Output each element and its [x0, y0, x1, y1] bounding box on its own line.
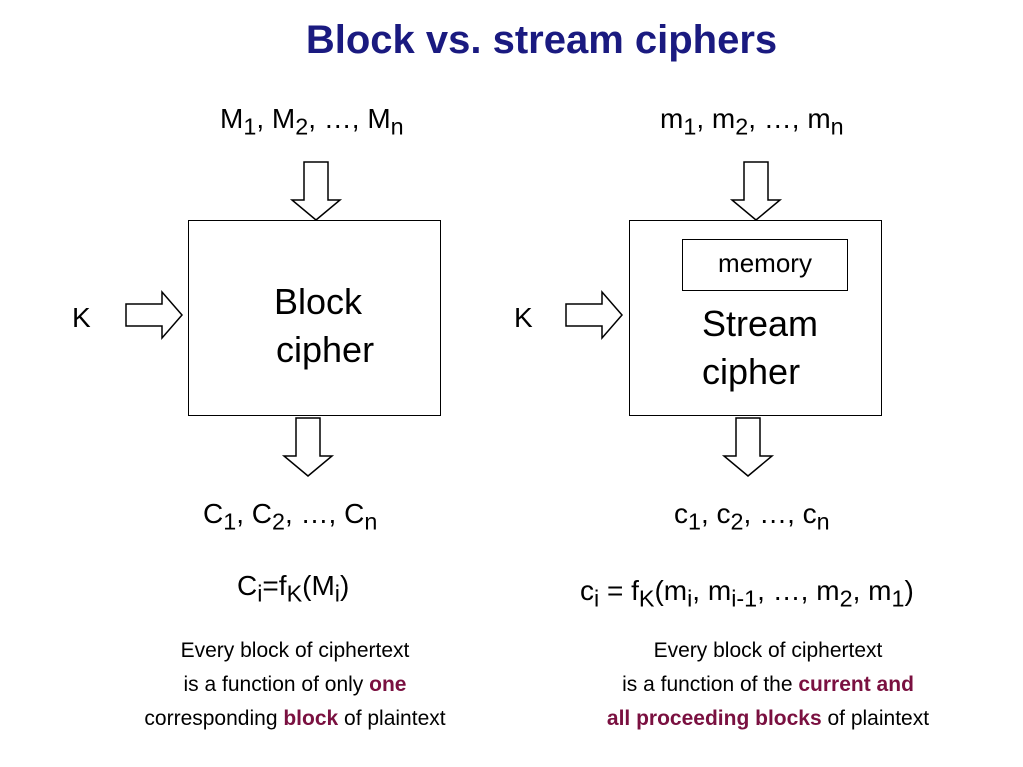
- block-desc-line3: corresponding block of plaintext: [144, 707, 446, 730]
- block-key-arrow: [125, 289, 183, 341]
- memory-box: memory: [682, 239, 848, 291]
- stream-key-label: K: [514, 302, 533, 333]
- block-cipher-label-line1: Block: [274, 281, 363, 322]
- block-output-arrow: [281, 417, 335, 477]
- block-output-sequence: C1, C2, …, Cn: [203, 498, 378, 535]
- stream-description: Every block of ciphertext is a function …: [548, 634, 988, 736]
- stream-cipher-box: memory Stream cipher: [629, 220, 882, 416]
- block-key-label: K: [72, 302, 91, 333]
- stream-input-sequence: m1, m2, …, mn: [660, 103, 844, 140]
- block-input-arrow: [289, 161, 343, 221]
- block-input-sequence: M1, M2, …, Mn: [220, 103, 404, 140]
- stream-desc-line1: Every block of ciphertext: [653, 639, 883, 662]
- slide-title: Block vs. stream ciphers: [305, 18, 778, 62]
- block-cipher-label-line2: cipher: [276, 329, 375, 370]
- stream-input-arrow: [729, 161, 783, 221]
- block-desc-line2: is a function of only one: [183, 673, 407, 696]
- block-formula: Ci=fK(Mi): [237, 570, 350, 607]
- stream-cipher-label-line2: cipher: [702, 351, 801, 392]
- stream-desc-line2: is a function of the current and: [622, 673, 914, 696]
- stream-key-arrow: [565, 289, 623, 341]
- block-cipher-box: Block cipher: [188, 220, 441, 416]
- stream-desc-line3: all proceeding blocks of plaintext: [606, 707, 930, 730]
- block-desc-line1: Every block of ciphertext: [180, 639, 410, 662]
- stream-output-sequence: c1, c2, …, cn: [674, 498, 830, 535]
- stream-output-arrow: [721, 417, 775, 477]
- stream-formula: ci = fK(mi, mi-1, …, m2, m1): [580, 575, 914, 612]
- block-description: Every block of ciphertext is a function …: [80, 634, 510, 736]
- stream-cipher-label-line1: Stream: [702, 303, 819, 344]
